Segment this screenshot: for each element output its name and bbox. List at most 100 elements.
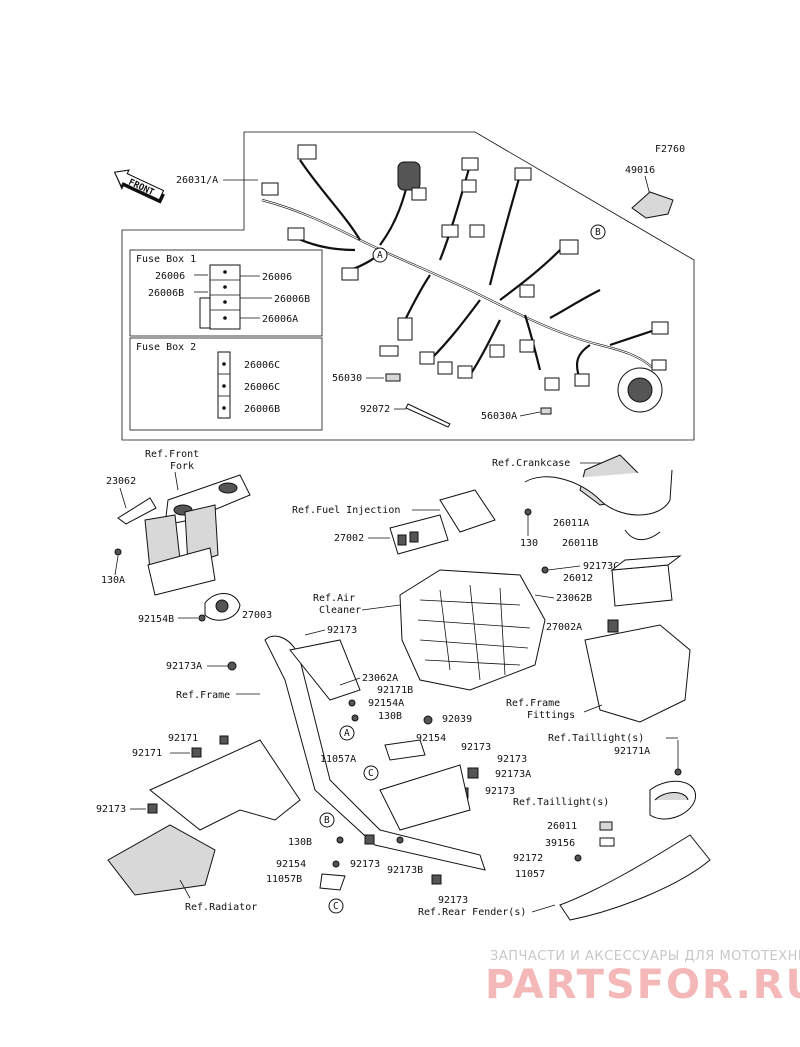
fuse2-label-3: 26006B bbox=[244, 404, 280, 415]
part-23062 bbox=[117, 497, 157, 525]
callout-23062a: 23062A bbox=[362, 673, 398, 684]
callout-92154-mid: 92154 bbox=[416, 733, 446, 744]
callout-56030: 56030 bbox=[332, 373, 362, 384]
part-26011a-cable bbox=[524, 469, 673, 516]
ref-radiator: Ref.Radiator bbox=[185, 902, 257, 913]
fuse-label-4: 26006B bbox=[274, 294, 310, 305]
callout-11057: 11057 bbox=[515, 869, 545, 880]
callout-26011b: 26011B bbox=[562, 538, 598, 549]
harness-section: F2760 FRONT 26031/A 49016 bbox=[113, 131, 695, 441]
fuse-label-5: 26006A bbox=[262, 314, 298, 325]
ecu-aircleaner-section: Ref.Fuel Injection 27002 Ref.Air Cleaner… bbox=[292, 454, 691, 723]
callout-92172: 92172 bbox=[513, 853, 543, 864]
ref-taillight-1: Ref.Taillight(s) bbox=[548, 733, 644, 744]
ref-taillight-2: Ref.Taillight(s) bbox=[513, 797, 609, 808]
marker-b-bottom: B bbox=[324, 815, 330, 826]
part-56030a bbox=[540, 407, 552, 415]
ref-frame-fittings-line1: Ref.Frame bbox=[506, 698, 560, 709]
callout-92173b: 92173B bbox=[387, 865, 423, 876]
callout-92173-mid3: 92173 bbox=[485, 786, 515, 797]
callout-92171b: 92171B bbox=[377, 685, 413, 696]
fuse-box-1: Fuse Box 1 26006 26006B 26006 26006B 260… bbox=[129, 249, 323, 337]
watermark-line1: ЗАПЧАСТИ И АКСЕССУАРЫ ДЛЯ МОТОТЕХНИКИ bbox=[490, 949, 800, 964]
marker-b-top: B bbox=[595, 227, 601, 238]
callout-92173-left: 92173 bbox=[96, 804, 126, 815]
callout-39156: 39156 bbox=[545, 838, 575, 849]
ref-rear-fender: Ref.Rear Fender(s) bbox=[418, 907, 526, 918]
figure-code: F2760 bbox=[655, 144, 685, 155]
marker-c-bottom: C bbox=[333, 901, 339, 912]
harness-frame bbox=[121, 131, 695, 441]
taillight-unit bbox=[649, 780, 696, 820]
radiator-cover bbox=[149, 739, 301, 831]
ref-frame: Ref.Frame bbox=[176, 690, 230, 701]
callout-26011: 26011 bbox=[547, 821, 577, 832]
ref-crankcase: Ref.Crankcase bbox=[492, 458, 570, 469]
rear-fender bbox=[559, 834, 711, 921]
callout-26012: 26012 bbox=[563, 573, 593, 584]
callout-26011a: 26011A bbox=[553, 518, 589, 529]
ecu-connector-block bbox=[439, 489, 496, 533]
callout-130b-bottom: 130B bbox=[288, 837, 312, 848]
front-fork-section: Ref.Front Fork 23062 130A 27003 92154B bbox=[101, 449, 272, 625]
harness-connectors bbox=[261, 144, 669, 413]
part-92072-cable-tie bbox=[405, 403, 451, 428]
callout-23062b: 23062B bbox=[556, 593, 592, 604]
callout-92072: 92072 bbox=[360, 404, 390, 415]
callout-92171a: 92171A bbox=[614, 746, 650, 757]
callout-92154-bottom: 92154 bbox=[276, 859, 306, 870]
part-56030 bbox=[385, 373, 401, 382]
callout-92173-bottom1: 92173 bbox=[350, 859, 380, 870]
callout-27002: 27002 bbox=[334, 533, 364, 544]
callout-92173a-mid: 92173A bbox=[495, 769, 531, 780]
ref-air-cleaner-line2: Cleaner bbox=[319, 605, 361, 616]
ref-air-cleaner-line1: Ref.Air bbox=[313, 593, 355, 604]
callout-26031a: 26031/A bbox=[176, 175, 218, 186]
marker-a-top: A bbox=[377, 250, 383, 261]
fuse2-label-1: 26006C bbox=[244, 360, 280, 371]
fuse-label-2: 26006B bbox=[148, 288, 184, 299]
watermark-line2: PARTSFOR.RU bbox=[485, 962, 800, 1008]
callout-23062: 23062 bbox=[106, 476, 136, 487]
battery-tray bbox=[584, 624, 691, 723]
fuse2-label-2: 26006C bbox=[244, 382, 280, 393]
part-49016 bbox=[631, 191, 674, 219]
callout-92173-mid1: 92173 bbox=[461, 742, 491, 753]
ref-fuel-injection: Ref.Fuel Injection bbox=[292, 505, 400, 516]
part-26012-battery bbox=[611, 564, 673, 607]
front-arrow-icon: FRONT bbox=[113, 169, 165, 204]
marker-c-mid: C bbox=[368, 768, 374, 779]
callout-92173-top: 92173 bbox=[327, 625, 357, 636]
fuse-box-2: Fuse Box 2 26006C 26006C 26006B bbox=[129, 337, 323, 431]
frame-section: 92173 92173A Ref.Frame 23062A 92171B 921… bbox=[166, 625, 531, 871]
callout-130b-top: 130B bbox=[378, 711, 402, 722]
callout-92039: 92039 bbox=[442, 714, 472, 725]
callout-11057a: 11057A bbox=[320, 754, 356, 765]
callout-92154a: 92154A bbox=[368, 698, 404, 709]
callout-130a: 130A bbox=[101, 575, 125, 586]
callout-92171-1: 92171 bbox=[168, 733, 198, 744]
callout-92173c: 92173C bbox=[583, 561, 619, 572]
callout-130: 130 bbox=[520, 538, 538, 549]
callout-49016: 49016 bbox=[625, 165, 655, 176]
wire-harness bbox=[261, 159, 656, 381]
callout-92171-2: 92171 bbox=[132, 748, 162, 759]
ref-front-fork-line1: Ref.Front bbox=[145, 449, 199, 460]
ref-front-fork-line2: Fork bbox=[170, 461, 194, 472]
callout-92173-bottom2: 92173 bbox=[438, 895, 468, 906]
fuse-label-1: 26006 bbox=[155, 271, 185, 282]
taillight-section: Ref.Taillight(s) 92171A Ref.Taillight(s)… bbox=[513, 733, 711, 921]
ref-frame-fittings-line2: Fittings bbox=[527, 710, 575, 721]
part-26011b bbox=[624, 529, 661, 541]
callout-11057b: 11057B bbox=[266, 874, 302, 885]
callout-92154b: 92154B bbox=[138, 614, 174, 625]
frame-crossmember bbox=[379, 764, 471, 831]
callout-92173a-left: 92173A bbox=[166, 661, 202, 672]
callout-56030a: 56030A bbox=[481, 411, 517, 422]
callout-27003: 27003 bbox=[242, 610, 272, 621]
callout-27002a: 27002A bbox=[546, 622, 582, 633]
radiator-shroud bbox=[107, 824, 216, 896]
fuse-box-2-title: Fuse Box 2 bbox=[136, 342, 196, 353]
callout-92173-mid2: 92173 bbox=[497, 754, 527, 765]
